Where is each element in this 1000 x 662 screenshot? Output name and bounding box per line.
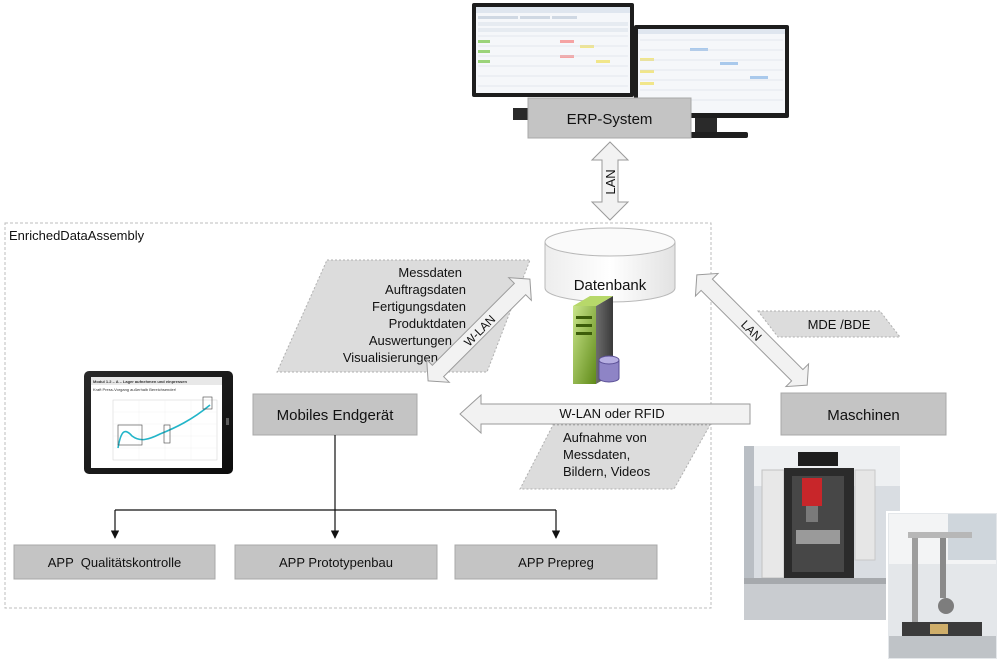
app-prototyping-box <box>234 544 438 580</box>
app-prototyping-label: APP Prototypenbau <box>279 555 393 570</box>
erp-system-label: ERP-System <box>567 111 653 128</box>
data-list-item: Auswertungen <box>369 333 452 348</box>
mobile-device-box <box>252 393 418 436</box>
tablet-screen-title: Modul 1.2 – A – Lager aufnehmen und einp… <box>93 379 188 384</box>
data-list-item: Visualisierungen <box>343 350 438 365</box>
machine-photos <box>744 446 999 661</box>
capture-text: Aufnahme von Messdaten, Bildern, Videos <box>563 430 651 479</box>
database-label: Datenbank <box>574 277 647 294</box>
capture-parallelogram <box>519 424 711 490</box>
data-list: Messdaten Auftragsdaten Fertigungsdaten … <box>343 265 466 365</box>
data-list-item: Auftragsdaten <box>385 282 466 297</box>
data-list-item: Messdaten <box>398 265 462 280</box>
cnc-machine-photo <box>744 446 900 620</box>
mde-bde-parallelogram <box>756 310 902 338</box>
machines-label: Maschinen <box>827 407 900 424</box>
erp-system-box <box>527 97 692 139</box>
capture-line: Aufnahme von <box>563 430 647 445</box>
wlan-rfid-arrow <box>459 393 751 435</box>
app-connectors <box>110 435 561 539</box>
database-cylinder <box>544 227 676 303</box>
container-title: EnrichedDataAssembly <box>9 228 145 243</box>
lan-vertical-arrow <box>590 141 630 221</box>
data-list-item: Fertigungsdaten <box>372 299 466 314</box>
app-prepreg-box <box>454 544 658 580</box>
data-list-item: Produktdaten <box>389 316 466 331</box>
erp-monitors-image <box>472 3 789 138</box>
lan-vertical-label: LAN <box>603 169 618 194</box>
machines-box <box>780 392 947 436</box>
mobile-device-label: Mobiles Endgerät <box>277 407 395 424</box>
cmm-photo <box>886 511 999 661</box>
server-icon <box>573 296 620 384</box>
mde-bde-label: MDE /BDE <box>808 317 871 332</box>
tablet-image: Modul 1.2 – A – Lager aufnehmen und einp… <box>84 371 233 474</box>
app-prepreg-label: APP Prepreg <box>518 555 594 570</box>
app-quality-control-box <box>13 544 216 580</box>
server-disk-icon <box>598 355 620 383</box>
capture-line: Messdaten, <box>563 447 630 462</box>
tablet-force-curve <box>117 404 211 449</box>
tablet-screen-subtitle: Kraft Press-Vorgang außerhalb Bereichsen… <box>93 387 176 392</box>
capture-line: Bildern, Videos <box>563 464 651 479</box>
app-quality-control-label: APP Qualitätskontrolle <box>48 555 181 570</box>
wlan-rfid-label: W-LAN oder RFID <box>559 406 664 421</box>
